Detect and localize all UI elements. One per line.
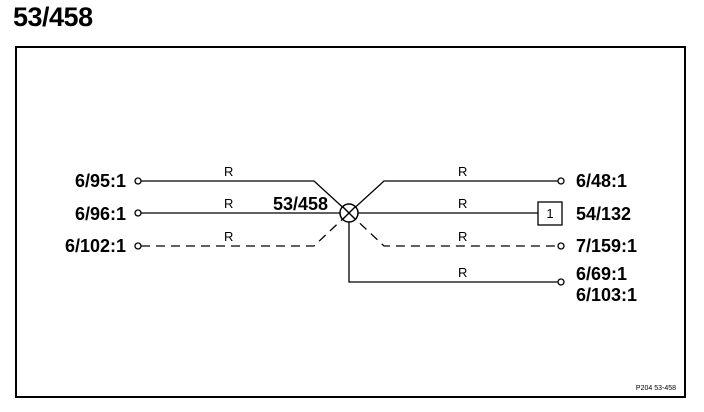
- left-wire-3: R 6/102:1: [65, 212, 350, 256]
- connector-label: 7/159:1: [576, 236, 637, 256]
- connector-terminal: [557, 278, 565, 286]
- connector-label: 6/95:1: [75, 171, 126, 191]
- connector-terminal: [134, 242, 142, 250]
- wire-color-label: R: [458, 265, 467, 280]
- right-wire-3: R 7/159:1: [348, 212, 637, 256]
- component-label: 54/132: [576, 204, 631, 224]
- connector-label-secondary: 6/103:1: [576, 285, 637, 305]
- right-wire-4: R 6/69:1 6/103:1: [348, 222, 637, 305]
- left-wire-2: R 6/96:1: [75, 196, 340, 224]
- diagram-frame: [15, 46, 686, 398]
- wire-line: [348, 222, 558, 283]
- wire-line: [348, 212, 558, 247]
- connector-label: 6/69:1: [576, 264, 627, 284]
- wire-color-label: R: [458, 229, 467, 244]
- wire-color-label: R: [458, 196, 467, 211]
- splice-label: 53/458: [273, 194, 328, 214]
- wire-color-label: R: [224, 196, 233, 211]
- page-title: 53/458: [13, 2, 93, 32]
- connector-label: 6/102:1: [65, 236, 126, 256]
- connector-terminal: [557, 242, 565, 250]
- figure-reference: P204 53-458: [636, 385, 676, 392]
- wire-color-label: R: [224, 229, 233, 244]
- component-box-number: 1: [546, 206, 553, 221]
- wire-line: [348, 180, 558, 214]
- wire-color-label: R: [458, 164, 467, 179]
- right-wire-2: 1 R 54/132: [358, 196, 631, 226]
- connector-terminal: [557, 177, 565, 185]
- wire-line: [141, 180, 350, 214]
- left-wire-1: R 6/95:1: [75, 164, 350, 214]
- wire-color-label: R: [224, 164, 233, 179]
- wire-line: [141, 212, 350, 247]
- connector-label: 6/48:1: [576, 171, 627, 191]
- splice-icon: [339, 203, 359, 223]
- connector-terminal: [134, 209, 142, 217]
- component-box: [537, 201, 563, 226]
- connector-label: 6/96:1: [75, 204, 126, 224]
- right-wire-1: R 6/48:1: [348, 164, 627, 214]
- connector-terminal: [134, 177, 142, 185]
